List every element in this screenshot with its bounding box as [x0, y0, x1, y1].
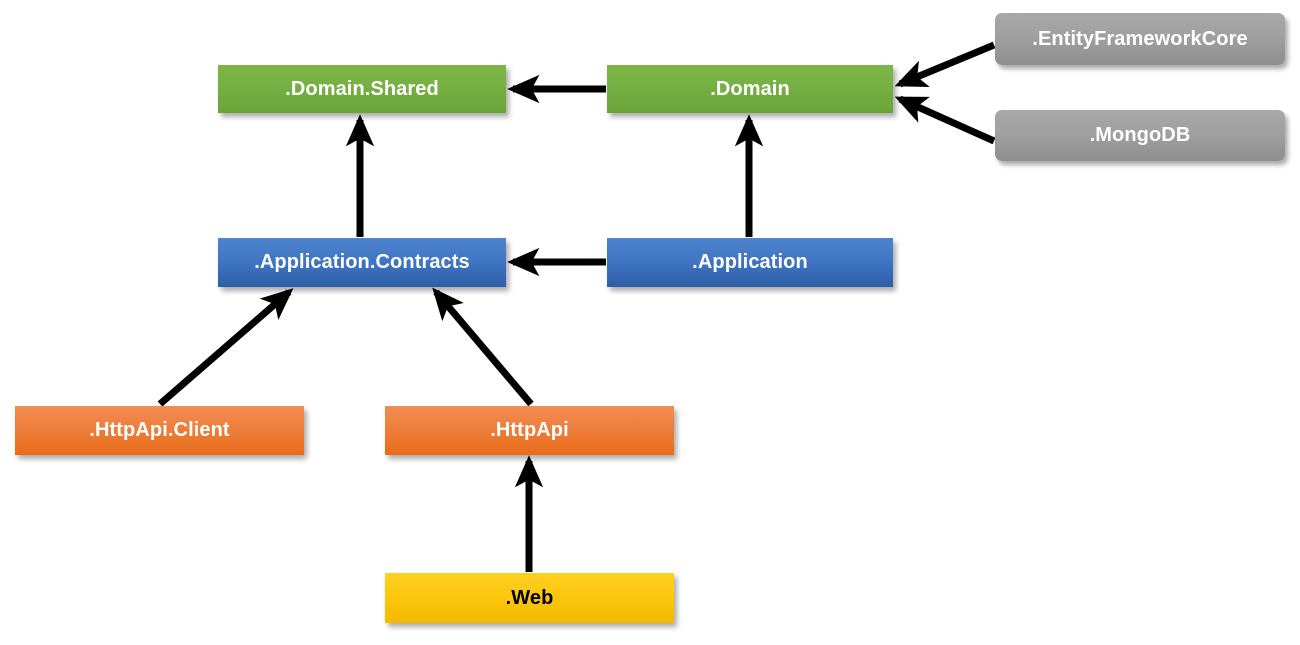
node-label: .Domain.Shared	[285, 77, 439, 100]
dependency-arrow	[157, 288, 294, 407]
node-label: .HttpApi	[490, 419, 569, 441]
node-domain[interactable]: .Domain	[607, 65, 893, 113]
node-domain-shared[interactable]: .Domain.Shared	[218, 65, 506, 113]
node-application-contracts[interactable]: .Application.Contracts	[218, 238, 506, 287]
node-web[interactable]: .Web	[385, 573, 674, 623]
dependency-arrow	[894, 95, 996, 145]
node-label: .Domain	[710, 77, 790, 100]
node-entity-framework-core[interactable]: .EntityFrameworkCore	[995, 13, 1285, 65]
node-mongodb[interactable]: .MongoDB	[995, 110, 1285, 161]
node-label: .Application	[692, 251, 808, 273]
node-httpapi[interactable]: .HttpApi	[385, 406, 674, 455]
node-label: .HttpApi.Client	[89, 419, 230, 441]
dependency-arrow	[432, 287, 534, 407]
node-label: .Application.Contracts	[254, 251, 470, 273]
node-label: .EntityFrameworkCore	[1032, 27, 1248, 50]
node-label: .Web	[505, 586, 554, 609]
node-label: .MongoDB	[1089, 124, 1191, 146]
dependency-arrow	[894, 41, 996, 88]
node-application[interactable]: .Application	[607, 238, 893, 287]
node-httpapi-client[interactable]: .HttpApi.Client	[15, 406, 304, 455]
